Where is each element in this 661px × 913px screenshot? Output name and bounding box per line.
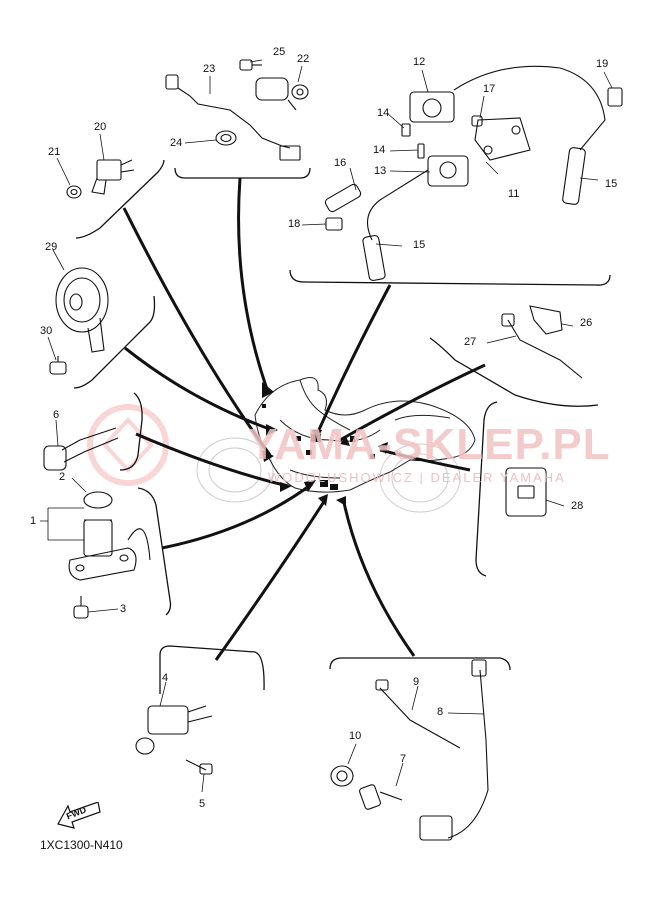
callout-18: 18 — [288, 218, 301, 230]
watermark-subtext: WODOŁUSHOWICZ | DEALER YAMAHA — [268, 470, 566, 485]
callout-28: 28 — [571, 500, 584, 512]
catalog-code: 1XC1300-N410 — [40, 838, 123, 852]
motorcycle-outline — [196, 377, 476, 513]
switch-part-1 — [68, 491, 151, 619]
callout-14b: 14 — [373, 144, 386, 156]
ignition-coil-assembly — [324, 65, 623, 281]
callout-24: 24 — [170, 137, 183, 149]
group-brackets — [73, 159, 611, 694]
callout-30: 30 — [40, 325, 53, 337]
watermark-text: YAMA-SKLEP.PL — [248, 420, 611, 469]
sensor-part-20 — [66, 159, 135, 199]
leader-lines — [122, 177, 486, 661]
horn-part-29 — [49, 267, 109, 375]
callout-4: 4 — [162, 672, 169, 684]
relay-part-28 — [505, 467, 547, 517]
sensor-part-7-8 — [330, 659, 489, 841]
callout-5: 5 — [199, 798, 206, 810]
sensor-part-22-23-24 — [165, 59, 309, 161]
callout-12: 12 — [413, 56, 426, 68]
callout-21: 21 — [48, 146, 61, 158]
callout-2: 2 — [59, 471, 66, 483]
sensor-part-6 — [43, 427, 119, 471]
callout-29: 29 — [45, 241, 58, 253]
callout-22: 22 — [297, 53, 310, 65]
sensor-part-4 — [135, 705, 213, 775]
callout-16: 16 — [334, 157, 347, 169]
callout-13: 13 — [374, 165, 387, 177]
callout-25: 25 — [273, 46, 286, 58]
callout-1: 1 — [30, 515, 37, 527]
callout-20: 20 — [94, 121, 107, 133]
callout-27: 27 — [464, 336, 477, 348]
callout-11: 11 — [508, 188, 520, 200]
leader-arrowheads — [262, 382, 388, 506]
callout-17: 17 — [483, 83, 496, 95]
callout-23: 23 — [203, 63, 216, 75]
callout-10: 10 — [349, 730, 362, 742]
callout-15a: 15 — [605, 178, 618, 190]
callout-14a: 14 — [377, 107, 390, 119]
clamp-part-26-27 — [501, 305, 583, 379]
callout-6: 6 — [53, 409, 60, 421]
callout-7: 7 — [400, 753, 407, 765]
label-leaders — [40, 59, 613, 793]
callout-15b: 15 — [413, 239, 426, 251]
callout-26: 26 — [580, 317, 593, 329]
fwd-arrow-icon — [57, 802, 101, 829]
callout-8: 8 — [437, 706, 444, 718]
callout-9: 9 — [413, 676, 420, 688]
callout-19: 19 — [596, 58, 609, 70]
callout-3: 3 — [120, 603, 127, 615]
